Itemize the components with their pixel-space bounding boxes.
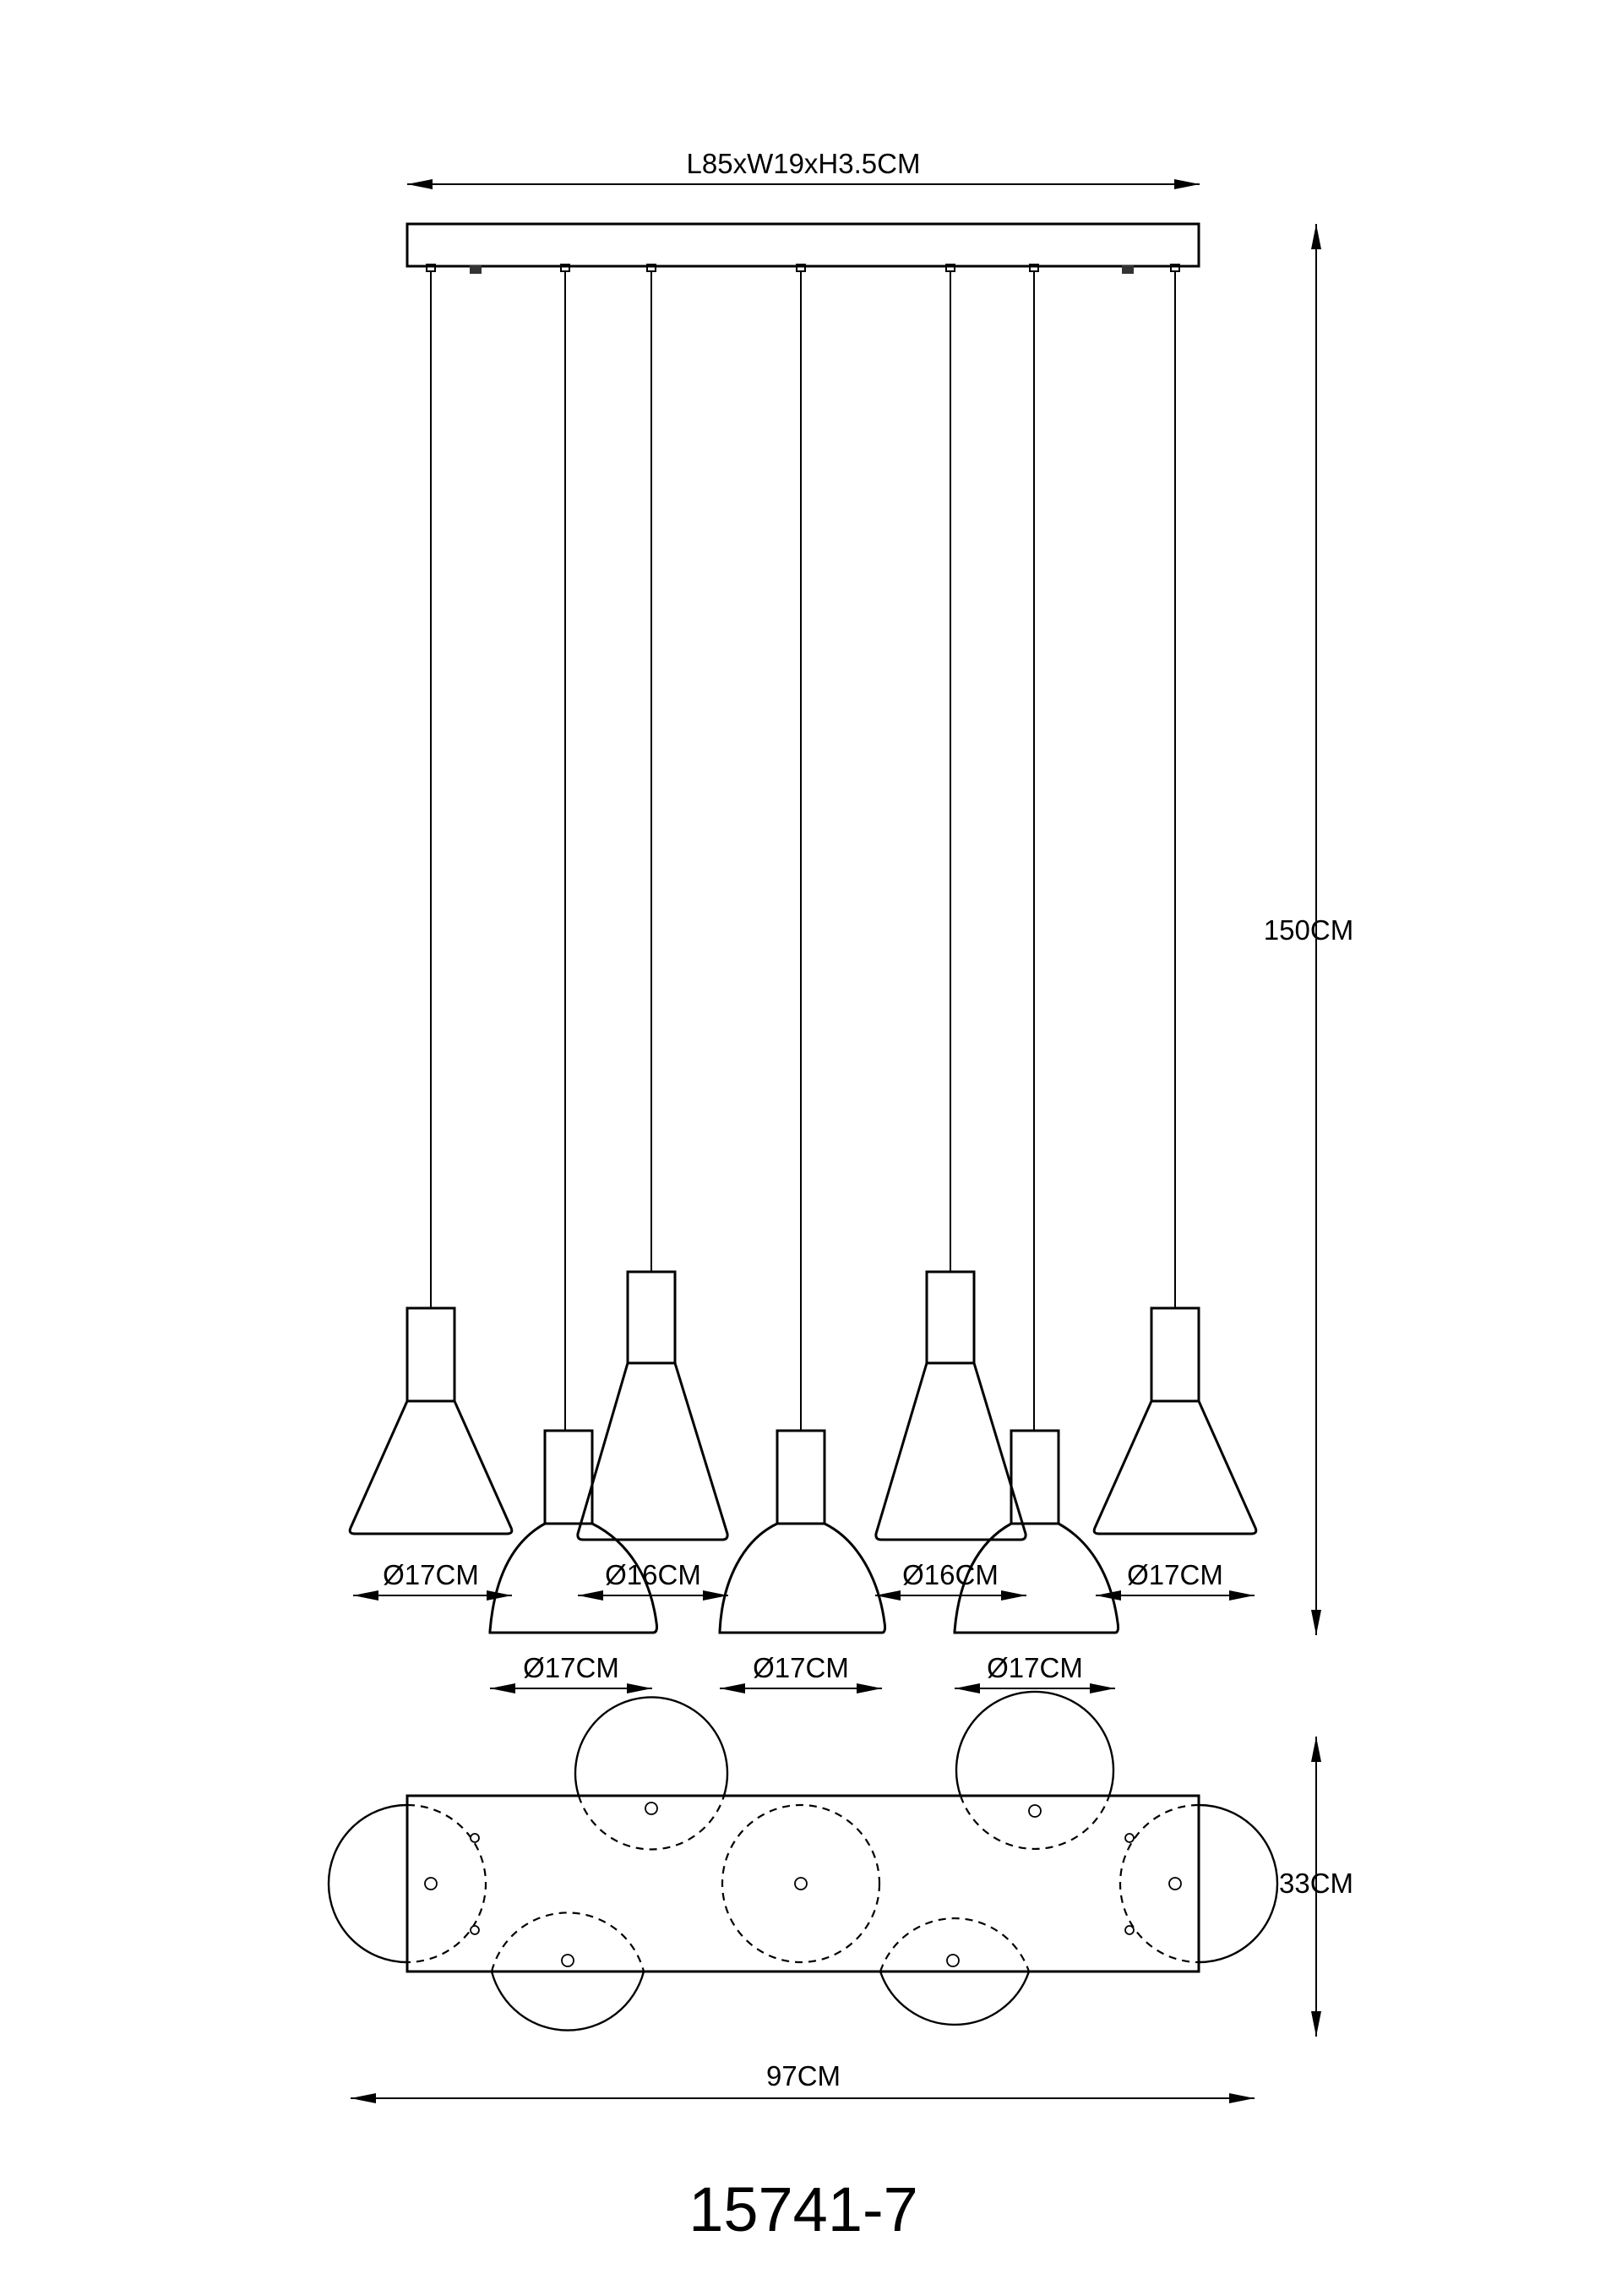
diameter-callout-lower-center: Ø17CM — [720, 1652, 882, 1693]
canopy-outline-plan — [406, 1794, 1200, 1973]
pendant-bell-center — [718, 264, 887, 1634]
width-dimension-label: 97CM — [766, 2060, 841, 2091]
diameter-callout-right-outer: Ø17CM — [1096, 1559, 1255, 1601]
canopy-dimension-label: L85xW19xH3.5CM — [687, 148, 921, 179]
diameter-label: Ø17CM — [987, 1652, 1083, 1683]
plan-shade-left-outer — [327, 1803, 487, 1964]
diameter-label: Ø17CM — [1127, 1559, 1223, 1590]
height-dimension-label: 150CM — [1264, 914, 1353, 946]
pendant-cone-right-inner — [874, 264, 1027, 1541]
diameter-label: Ø16CM — [902, 1559, 999, 1590]
plan-shade-lower-right — [879, 1917, 1031, 2026]
canopy-screw-left — [470, 265, 482, 274]
pendant-cone-right-outer — [1092, 264, 1258, 1535]
diameter-label: Ø17CM — [383, 1559, 479, 1590]
plan-shade-lower-left — [490, 1912, 645, 2031]
diameter-label: Ø17CM — [753, 1652, 849, 1683]
front-view: L85xW19xH3.5CM 150CM — [348, 148, 1353, 1693]
top-view: 33CM 97CM — [327, 1690, 1353, 2103]
plan-shade-upper-left — [574, 1696, 729, 1851]
pendant-bell-lower-right — [953, 264, 1120, 1634]
diameter-callout-left-outer: Ø17CM — [353, 1559, 512, 1601]
diameter-label: Ø17CM — [523, 1652, 619, 1683]
canopy-screw-right — [1122, 265, 1134, 274]
diameter-callout-lower-right: Ø17CM — [955, 1652, 1115, 1693]
diameter-callout-left-inner: Ø16CM — [578, 1559, 728, 1601]
plan-shade-upper-right — [955, 1690, 1115, 1850]
diameter-label: Ø16CM — [605, 1559, 701, 1590]
diameter-callout-right-inner: Ø16CM — [875, 1559, 1026, 1601]
diameter-callout-lower-left: Ø17CM — [490, 1652, 652, 1693]
pendant-cone-left-inner — [576, 264, 729, 1541]
plan-shade-right-outer — [1119, 1803, 1279, 1964]
ceiling-canopy — [406, 222, 1200, 268]
depth-dimension-label: 33CM — [1279, 1868, 1353, 1899]
pendant-cone-left-outer — [348, 264, 514, 1535]
plan-shade-center — [721, 1803, 881, 1964]
model-number: 15741-7 — [689, 2174, 918, 2244]
pendant-bell-lower-left — [488, 264, 658, 1634]
